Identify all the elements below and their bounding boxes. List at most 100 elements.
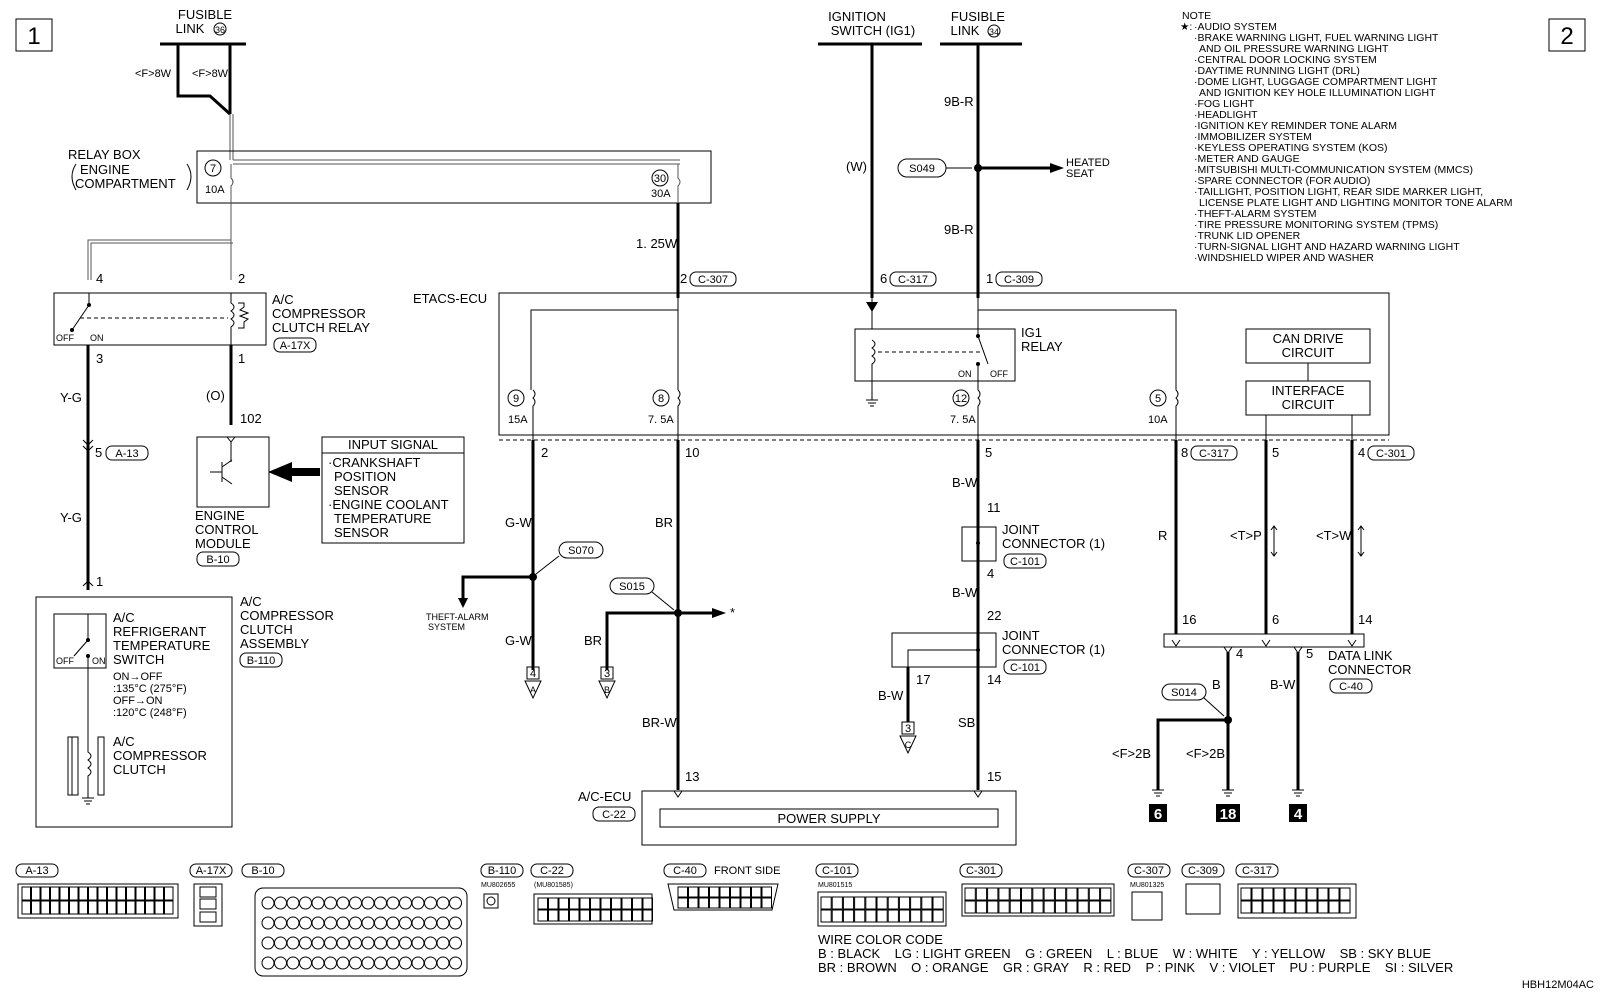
connector-cavity [116, 900, 126, 915]
ref-switch-off: OFF [56, 656, 74, 666]
heated-seat-arrow-icon [1050, 163, 1064, 173]
connector-cavity [436, 916, 450, 930]
connector-cavity [820, 909, 832, 923]
connector-cavity [621, 909, 632, 922]
connector-cavity [274, 896, 287, 910]
connector-cavity [698, 886, 709, 898]
a13-pin5: 5 [95, 445, 102, 460]
wire-125w-label: 1. 25W [636, 236, 678, 251]
connector-cavity [1009, 900, 1022, 914]
connector-cavity [537, 897, 548, 910]
ignition-switch-label: IGNITION [828, 9, 886, 24]
ref-3c-icon [899, 735, 917, 755]
theft-alarm-label: THEFT-ALARM [426, 612, 489, 622]
connector-cavity [921, 896, 933, 910]
connector-cavity [1100, 900, 1112, 914]
connector-cavity [311, 916, 325, 930]
note-item: ·CENTRAL DOOR LOCKING SYSTEM [1194, 54, 1377, 66]
fusible-link-34-label-2: LINK [951, 23, 980, 38]
connector-cavity [286, 896, 300, 910]
fuse30 [677, 164, 681, 203]
can-label-1: CAN DRIVE [1273, 331, 1344, 346]
conn-c101-label: C-101 [822, 865, 852, 877]
ac-relay-on: ON [90, 333, 104, 343]
connector-cavity [1328, 900, 1340, 914]
ig1-relay-label: IG1 [1021, 325, 1042, 340]
connector-cavity [324, 936, 337, 950]
compressor-clutch [67, 736, 79, 796]
connector-cavity [898, 896, 911, 910]
connector-cavity [1066, 887, 1078, 901]
connector-cavity [632, 897, 643, 910]
connector-cavity [621, 897, 632, 910]
connector-cavity [887, 909, 899, 923]
connector-cavity [1088, 900, 1101, 914]
ref-3c-num: 3 [905, 723, 911, 735]
connector-cavity [336, 936, 350, 950]
connector-cavity [1240, 900, 1252, 914]
connector-cavity [579, 909, 590, 922]
ground-icon [82, 797, 94, 805]
wire-br-w-label: BR-W [642, 715, 677, 730]
ref-3b-letter: B [604, 685, 610, 695]
connector-cavity [1009, 887, 1022, 901]
connector-cavity [719, 897, 730, 909]
connector-cavity [1077, 900, 1089, 914]
note-item: ·IGNITION KEY REMINDER TONE ALARM [1194, 120, 1397, 132]
connector-cavity [436, 956, 450, 970]
connector-cavity [374, 956, 387, 970]
connector-cavity [921, 909, 933, 923]
connector-cavity [286, 916, 300, 930]
acecu-pin15: 15 [987, 769, 1001, 784]
power-supply-block [659, 808, 999, 828]
connector-cavity [1295, 887, 1307, 901]
connector-cavity [761, 897, 772, 909]
connector-cavity [299, 916, 312, 930]
conn-c40-front-side: FRONT SIDE [714, 865, 780, 877]
conn-b110 [483, 893, 499, 909]
ecm-pin102: 102 [240, 411, 262, 426]
connector-cavity [336, 956, 350, 970]
connector-cavity [116, 886, 126, 901]
connector-cavity [1077, 887, 1089, 901]
connector-cavity [1339, 887, 1351, 901]
ac-relay-label-3: CLUTCH RELAY [272, 320, 370, 335]
connector-cavity [611, 909, 622, 922]
etacs-fuse9 [532, 389, 536, 440]
connector-cavity [1284, 900, 1296, 914]
jc1-pin4: 4 [987, 566, 994, 581]
conn-c40-label: C-40 [673, 865, 697, 877]
wire-t-p-label: <T>P [1230, 528, 1262, 543]
ecm-label-2: CONTROL [195, 522, 259, 537]
ref-switch-s4: :120°C (248°F) [113, 707, 187, 719]
ground-icon-g18 [1222, 789, 1234, 797]
connector-cavity [349, 956, 362, 970]
ground-ref-18: 18 [1220, 806, 1237, 823]
ref-switch-s1: ON→OFF [113, 671, 163, 683]
connector-cavity [1240, 887, 1252, 901]
note-item: ·SPARE CONNECTOR (FOR AUDIO) [1194, 175, 1370, 187]
connector-cavity [411, 956, 425, 970]
connector-cavity [842, 909, 855, 923]
jc1-pin11: 11 [987, 500, 1001, 515]
jc2-label-2: CONNECTOR (1) [1002, 642, 1105, 657]
jc1-label-1: JOINT [1002, 522, 1040, 537]
etacs-fuse5 [1175, 389, 1179, 440]
connector-cavity [688, 897, 699, 909]
dlc-pin16: 16 [1182, 612, 1196, 627]
fusible-link-36-num-circle [213, 22, 227, 36]
connector-cavity [374, 936, 387, 950]
conn-c317 [1237, 883, 1357, 919]
heated-seat-label-2: SEAT [1066, 168, 1094, 180]
etacs-fuse9-amp: 15A [508, 414, 528, 426]
conn-c101-part: MU801515 [818, 882, 852, 889]
connector-cavity [286, 956, 300, 970]
note-item: ·DAYTIME RUNNING LIGHT (DRL) [1194, 65, 1360, 77]
connector-cavity [1021, 900, 1033, 914]
connector-cavity [126, 900, 136, 915]
ig1-on: ON [958, 369, 972, 379]
fusible-link-34-num: 34 [989, 27, 999, 37]
connector-cavity [898, 909, 911, 923]
connector-cavity [411, 936, 425, 950]
